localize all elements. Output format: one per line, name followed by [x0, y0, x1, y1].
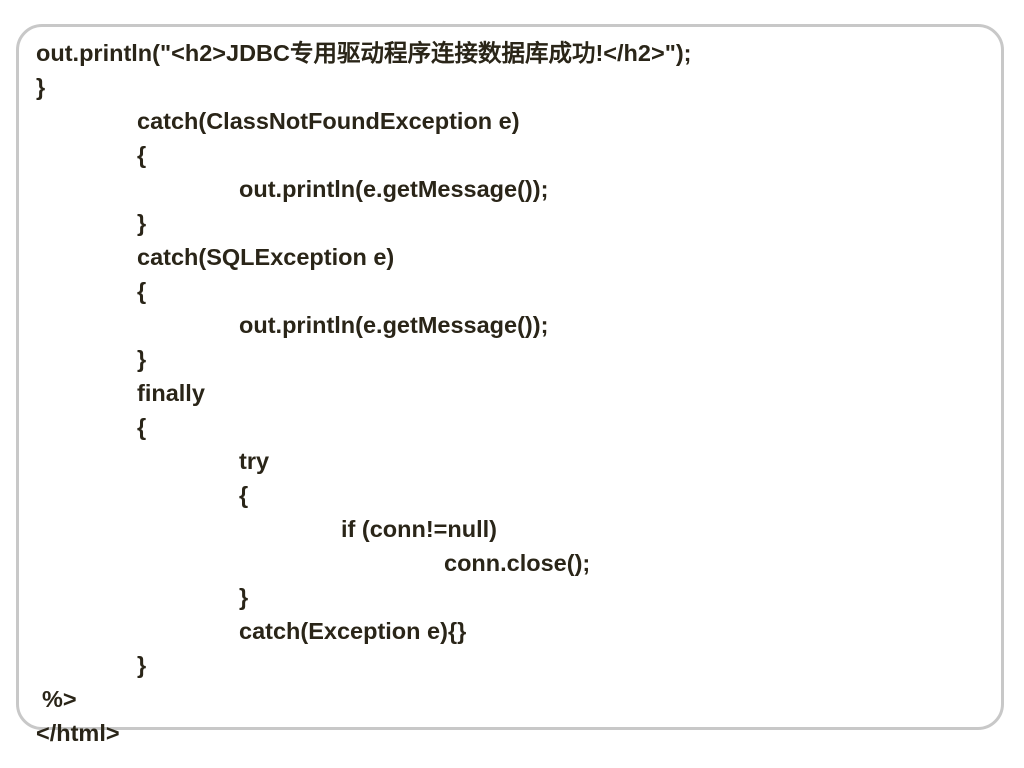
code-line-11: finally: [137, 380, 205, 406]
code-line-15: if (conn!=null): [341, 516, 497, 542]
code-line-21: </html>: [36, 720, 120, 746]
code-line-17: }: [239, 584, 249, 610]
code-line-16: conn.close();: [444, 550, 591, 576]
code-line-8: {: [137, 278, 147, 304]
code-line-20: %>: [42, 686, 77, 712]
code-line-13: try: [239, 448, 270, 474]
code-line-18: catch(Exception e){}: [239, 618, 467, 644]
code-line-6: }: [137, 210, 147, 236]
code-line-14: {: [239, 482, 249, 508]
code-line-3: catch(ClassNotFoundException e): [137, 108, 520, 134]
code-line-10: }: [137, 346, 147, 372]
code-line-19: }: [137, 652, 147, 678]
code-line-5: out.println(e.getMessage());: [239, 176, 549, 202]
code-line-2: }: [36, 74, 46, 100]
code-line-12: {: [137, 414, 147, 440]
code-panel: [16, 24, 1004, 730]
code-line-4: {: [137, 142, 147, 168]
code-line-9: out.println(e.getMessage());: [239, 312, 549, 338]
code-line-1: out.println("<h2>JDBC专用驱动程序连接数据库成功!</h2>…: [36, 40, 692, 66]
code-line-7: catch(SQLException e): [137, 244, 395, 270]
